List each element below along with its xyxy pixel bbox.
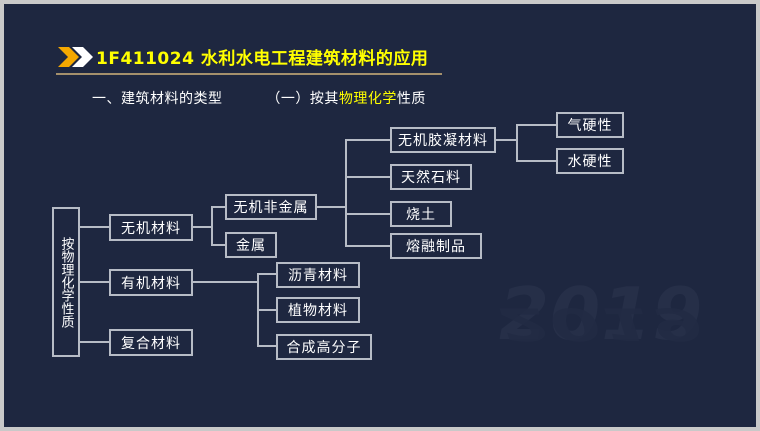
connector-nonmetal-spine [345,139,347,247]
connector-inorganic-to-nonmetal [211,206,225,208]
connector-organic-to-polymer [257,345,276,347]
connector-nonmetal-to-stone [345,176,390,178]
watermark-text: 2019 [499,272,704,356]
connector-cementitious-spine [516,124,518,161]
connector-root-to-inorganic [80,226,109,228]
subtitle-highlight: 物理化学 [338,91,397,107]
connector-nonmetal-stem [317,206,347,208]
connector-cementitious-to-hydraulic [516,160,556,162]
title-underline [56,73,442,75]
node-metal[interactable]: 金属 [225,232,277,258]
connector-root-to-composite [80,341,109,343]
connector-organic-to-plant [257,309,276,311]
node-fired-clay[interactable]: 烧土 [390,201,452,227]
node-natural-stone[interactable]: 天然石料 [390,164,472,190]
watermark-reflection-text: 2019 [499,297,704,350]
node-plant-material[interactable]: 植物材料 [276,297,360,323]
connector-nonmetal-to-firedclay [345,213,390,215]
connector-nonmetal-to-cementitious [345,139,390,141]
double-chevron-right-icon [58,46,98,68]
node-inorganic-material[interactable]: 无机材料 [109,214,193,241]
connector-organic-to-asphalt [257,273,276,275]
subtitle-section-label: 一、建筑材料的类型 [92,91,223,107]
node-composite-material[interactable]: 复合材料 [109,329,193,356]
node-cementitious-material[interactable]: 无机胶凝材料 [390,127,496,153]
node-air-hardening[interactable]: 气硬性 [556,112,624,138]
node-fused-products[interactable]: 熔融制品 [390,233,482,259]
subtitle-item-suffix: 性质 [396,91,426,107]
node-asphalt-material[interactable]: 沥青材料 [276,262,360,288]
connector-root-to-organic [80,281,109,283]
connector-organic-stem [193,281,259,283]
connector-inorganic-stem [193,226,213,228]
slide-canvas: 2019 2019 1F411024 水利水电工程建筑材料的应用 一、建筑材料的… [4,4,756,427]
node-inorganic-nonmetal[interactable]: 无机非金属 [225,194,317,220]
node-synthetic-polymer[interactable]: 合成高分子 [276,334,372,360]
connector-cementitious-stem [496,139,518,141]
connector-cementitious-to-air [516,124,556,126]
subtitle-item-prefix: （一）按其 [266,91,339,107]
page-title: 1F411024 水利水电工程建筑材料的应用 [96,49,429,69]
node-hydraulic-hardening[interactable]: 水硬性 [556,148,624,174]
connector-inorganic-spine [211,206,213,246]
subtitle: 一、建筑材料的类型 （一）按其物理化学性质 [92,88,426,108]
node-organic-material[interactable]: 有机材料 [109,269,193,296]
connector-nonmetal-to-fused [345,245,390,247]
node-root[interactable]: 按物理化学性质 [52,207,80,357]
watermark: 2019 2019 [499,272,749,422]
connector-inorganic-to-metal [211,244,225,246]
